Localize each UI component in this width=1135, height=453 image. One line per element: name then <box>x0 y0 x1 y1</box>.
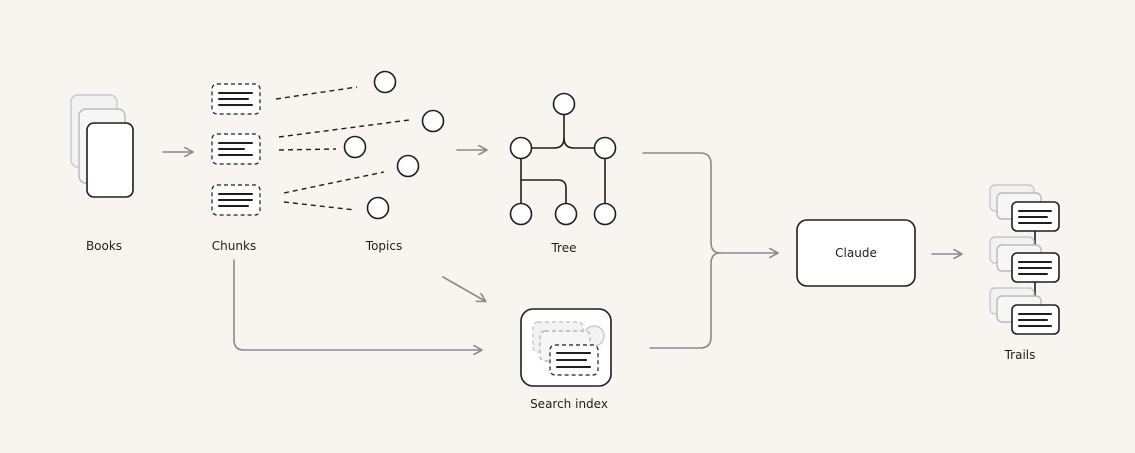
topics-label: Topics <box>365 239 403 253</box>
claude-label: Claude <box>835 246 877 260</box>
trails-icon <box>989 184 1060 335</box>
books-label: Books <box>85 239 123 253</box>
chunk-card <box>211 83 261 115</box>
books-icon <box>70 94 134 198</box>
chunk-card <box>211 133 261 165</box>
merge-brace <box>642 152 777 349</box>
chunk-card <box>211 184 261 216</box>
claude-box <box>796 219 916 287</box>
tree-label: Tree <box>551 241 577 255</box>
arrow-topics-to-search-index <box>442 276 485 301</box>
trail-card <box>989 287 1060 335</box>
trails-label: Trails <box>1004 348 1036 362</box>
trail-card <box>989 184 1060 232</box>
chunks-label: Chunks <box>211 239 257 253</box>
search-index-label: Search index <box>530 397 608 411</box>
chunk-topic-links <box>275 86 410 211</box>
chunks-icon <box>211 83 261 216</box>
arrow-chunks-to-search-index <box>233 259 481 350</box>
trail-card <box>989 236 1060 283</box>
tree-icon <box>509 92 617 226</box>
search-index-icon <box>520 308 612 387</box>
topics-icon <box>343 70 445 220</box>
